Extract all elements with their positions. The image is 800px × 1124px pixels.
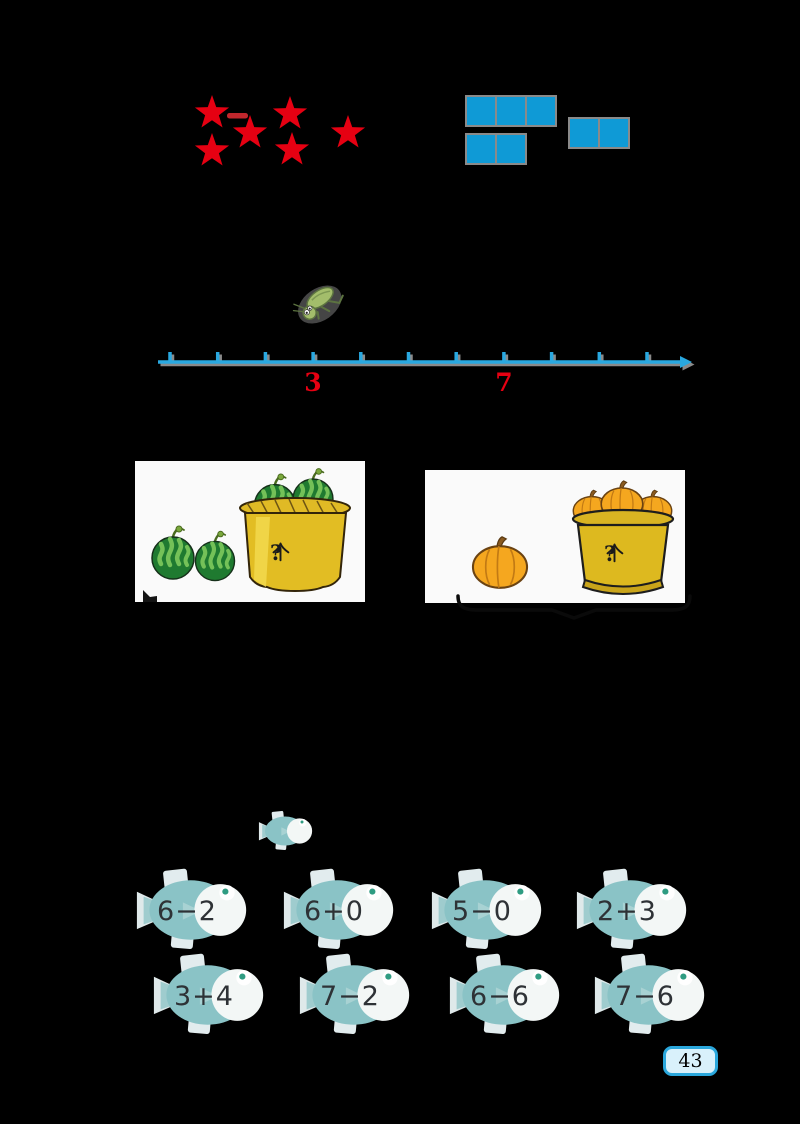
fish-card: 3+4	[152, 951, 267, 1039]
fish-expression: 7−2	[320, 981, 380, 1012]
blue-square	[497, 135, 525, 163]
page-number-badge: 43	[663, 1046, 718, 1076]
watermelon-icon	[195, 531, 234, 580]
fish-expression: 3+4	[174, 981, 234, 1012]
underbrace-icon	[456, 594, 692, 620]
page-number: 43	[678, 1050, 703, 1072]
star-icon	[330, 115, 366, 148]
fish-card: 6−2	[135, 866, 250, 954]
fish-expression: 7−6	[615, 981, 675, 1012]
fish-expression: 2+3	[597, 896, 657, 927]
number-line-label-7: 7	[495, 368, 512, 397]
ge-character-icon	[272, 542, 290, 562]
blue-square	[467, 135, 495, 163]
fish-card: 6+0	[282, 866, 397, 954]
square-group-row-of-2	[465, 133, 527, 165]
watermelon-icon	[152, 526, 194, 579]
star-cluster	[194, 95, 366, 166]
fish-card: 2+3	[575, 866, 690, 954]
question-label: ?	[604, 541, 624, 566]
pumpkin-problem-box: ?	[425, 470, 685, 603]
fish-expression: 6−2	[157, 896, 217, 927]
blue-square	[570, 119, 598, 147]
red-dash-mark	[227, 113, 248, 119]
star-icon	[272, 96, 308, 129]
fish-expression: 5−0	[452, 896, 512, 927]
fish-expression: 6+0	[304, 896, 364, 927]
watermelon-scene	[135, 461, 351, 593]
number-line-axis	[158, 352, 680, 364]
question-label: ?	[270, 540, 290, 565]
watermelon-problem-box: ?	[135, 461, 365, 602]
number-line-shadow	[160, 354, 683, 367]
fish-card: 7−2	[298, 951, 413, 1039]
fish-card: 6−6	[448, 951, 563, 1039]
arrowhead-icon	[680, 356, 692, 368]
pumpkin-icon	[471, 535, 529, 589]
grasshopper-icon	[292, 285, 344, 324]
square-group-separate-2	[568, 117, 630, 149]
star-icon	[194, 95, 230, 128]
fish-card: 5−0	[430, 866, 545, 954]
fish-card: 7−6	[593, 951, 708, 1039]
star-icon	[194, 133, 230, 166]
blue-square	[467, 97, 495, 125]
star-icon	[232, 115, 268, 148]
square-group-row-of-3	[465, 95, 557, 127]
blue-square	[527, 97, 555, 125]
small-fish-mascot-icon	[258, 810, 313, 851]
brace-corner-mark	[143, 590, 157, 602]
fish-expression: 6−6	[470, 981, 530, 1012]
bucket-icon	[571, 508, 675, 595]
pumpkin-scene	[471, 479, 675, 595]
blue-square	[497, 97, 525, 125]
blue-square	[600, 119, 628, 147]
number-line-label-3: 3	[304, 368, 321, 397]
basket-icon	[239, 497, 351, 593]
number-line: 3 7	[158, 285, 695, 397]
ge-character-icon	[606, 543, 624, 563]
star-icon	[274, 132, 310, 165]
